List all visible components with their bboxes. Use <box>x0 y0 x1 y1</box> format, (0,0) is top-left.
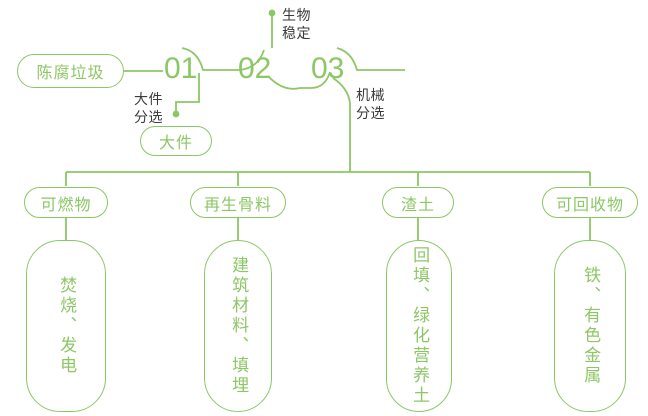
output-pill-2[interactable]: 渣土 <box>382 187 454 218</box>
arc-stage-02-out <box>267 75 311 90</box>
output-pill-1[interactable]: 再生骨料 <box>190 187 286 218</box>
output-pill-2-label: 渣土 <box>400 196 435 214</box>
output-pill-0-label: 可燃物 <box>40 196 92 214</box>
output-pill-3-label: 可回收物 <box>555 196 624 214</box>
output-detail-box-2-text: 回填、绿化营养土 <box>410 246 430 406</box>
output-detail-box-1[interactable]: 建筑材料、填埋 <box>204 240 272 412</box>
output-detail-box-3[interactable]: 铁、有色金属 <box>554 240 626 412</box>
output-detail-box-0-text: 焚烧、发电 <box>57 276 77 376</box>
stage-caption-03: 机械 分选 <box>356 87 385 122</box>
stage-number-01[interactable]: 01 <box>164 52 198 85</box>
stage-number-03[interactable]: 03 <box>311 52 345 85</box>
output-pill-1-label: 再生骨料 <box>203 196 272 214</box>
source-node-chen-fu-la-ji[interactable]: 陈腐垃圾 <box>17 54 124 88</box>
link-stage-03-to-bus <box>332 77 351 172</box>
arc-stage-03 <box>336 47 405 71</box>
output-detail-box-2[interactable]: 回填、绿化营养土 <box>386 240 452 412</box>
output-detail-box-1-text: 建筑材料、填埋 <box>229 256 249 396</box>
source-node-label: 陈腐垃圾 <box>36 65 105 82</box>
stage-number-02[interactable]: 02 <box>238 52 272 85</box>
output-node-big-items-label: 大件 <box>158 135 193 152</box>
output-detail-box-3-text: 铁、有色金属 <box>581 266 601 386</box>
output-detail-box-0[interactable]: 焚烧、发电 <box>26 240 106 412</box>
endpoint-dot-bio <box>268 9 276 17</box>
stage-caption-01: 大件 分选 <box>134 91 163 126</box>
stage-caption-02: 生物 稳定 <box>282 7 311 42</box>
endpoint-dot-big-items <box>172 110 180 118</box>
output-pill-3[interactable]: 可回收物 <box>542 187 638 218</box>
output-pill-0[interactable]: 可燃物 <box>24 187 108 218</box>
output-node-big-items[interactable]: 大件 <box>140 126 212 156</box>
